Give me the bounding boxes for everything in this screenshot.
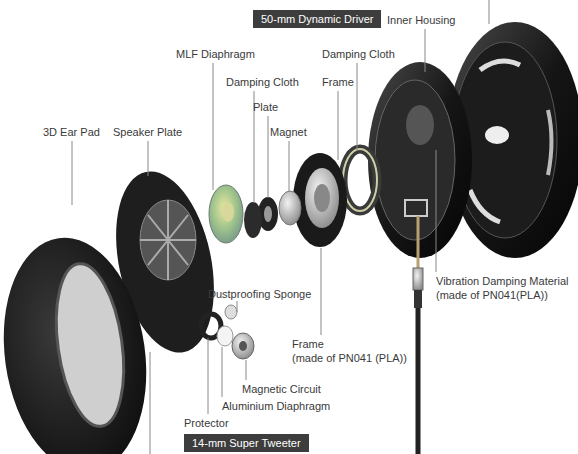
leader-line xyxy=(72,0,489,454)
damping-cloth-ring xyxy=(343,149,377,211)
tweeter-parts xyxy=(201,305,254,359)
part-label: Inner Housing xyxy=(387,13,456,27)
damping-cloth xyxy=(244,202,262,238)
section-title: 14-mm Super Tweeter xyxy=(192,436,301,450)
mlf-diaphragm xyxy=(209,185,243,243)
section-band: 50-mm Dynamic Driver xyxy=(253,10,381,28)
section-band: 14-mm Super Tweeter xyxy=(184,434,309,452)
inner-housing xyxy=(368,62,472,258)
part-label: Damping Cloth xyxy=(322,47,395,61)
driver-frame xyxy=(293,153,347,247)
part-label: Frame (made of PN041 (PLA)) xyxy=(292,337,407,365)
part-label: Magnet xyxy=(270,125,307,139)
part-label: Frame xyxy=(322,75,354,89)
part-label: Dustproofing Sponge xyxy=(208,287,311,301)
ear-pad xyxy=(0,228,161,454)
part-label: Damping Cloth xyxy=(226,75,299,89)
part-label: Protector xyxy=(184,416,229,430)
part-label: Magnetic Circuit xyxy=(242,382,321,396)
part-label: Aluminium Diaphragm xyxy=(222,399,330,413)
part-label: Speaker Plate xyxy=(113,125,182,139)
section-title: 50-mm Dynamic Driver xyxy=(261,12,373,26)
cable xyxy=(413,216,423,454)
part-label: MLF Diaphragm xyxy=(176,47,255,61)
part-label: Plate xyxy=(253,100,278,114)
part-label: Vibration Damping Material (made of PN04… xyxy=(436,274,568,302)
part-label: 3D Ear Pad xyxy=(43,125,100,139)
magnet xyxy=(279,191,301,225)
